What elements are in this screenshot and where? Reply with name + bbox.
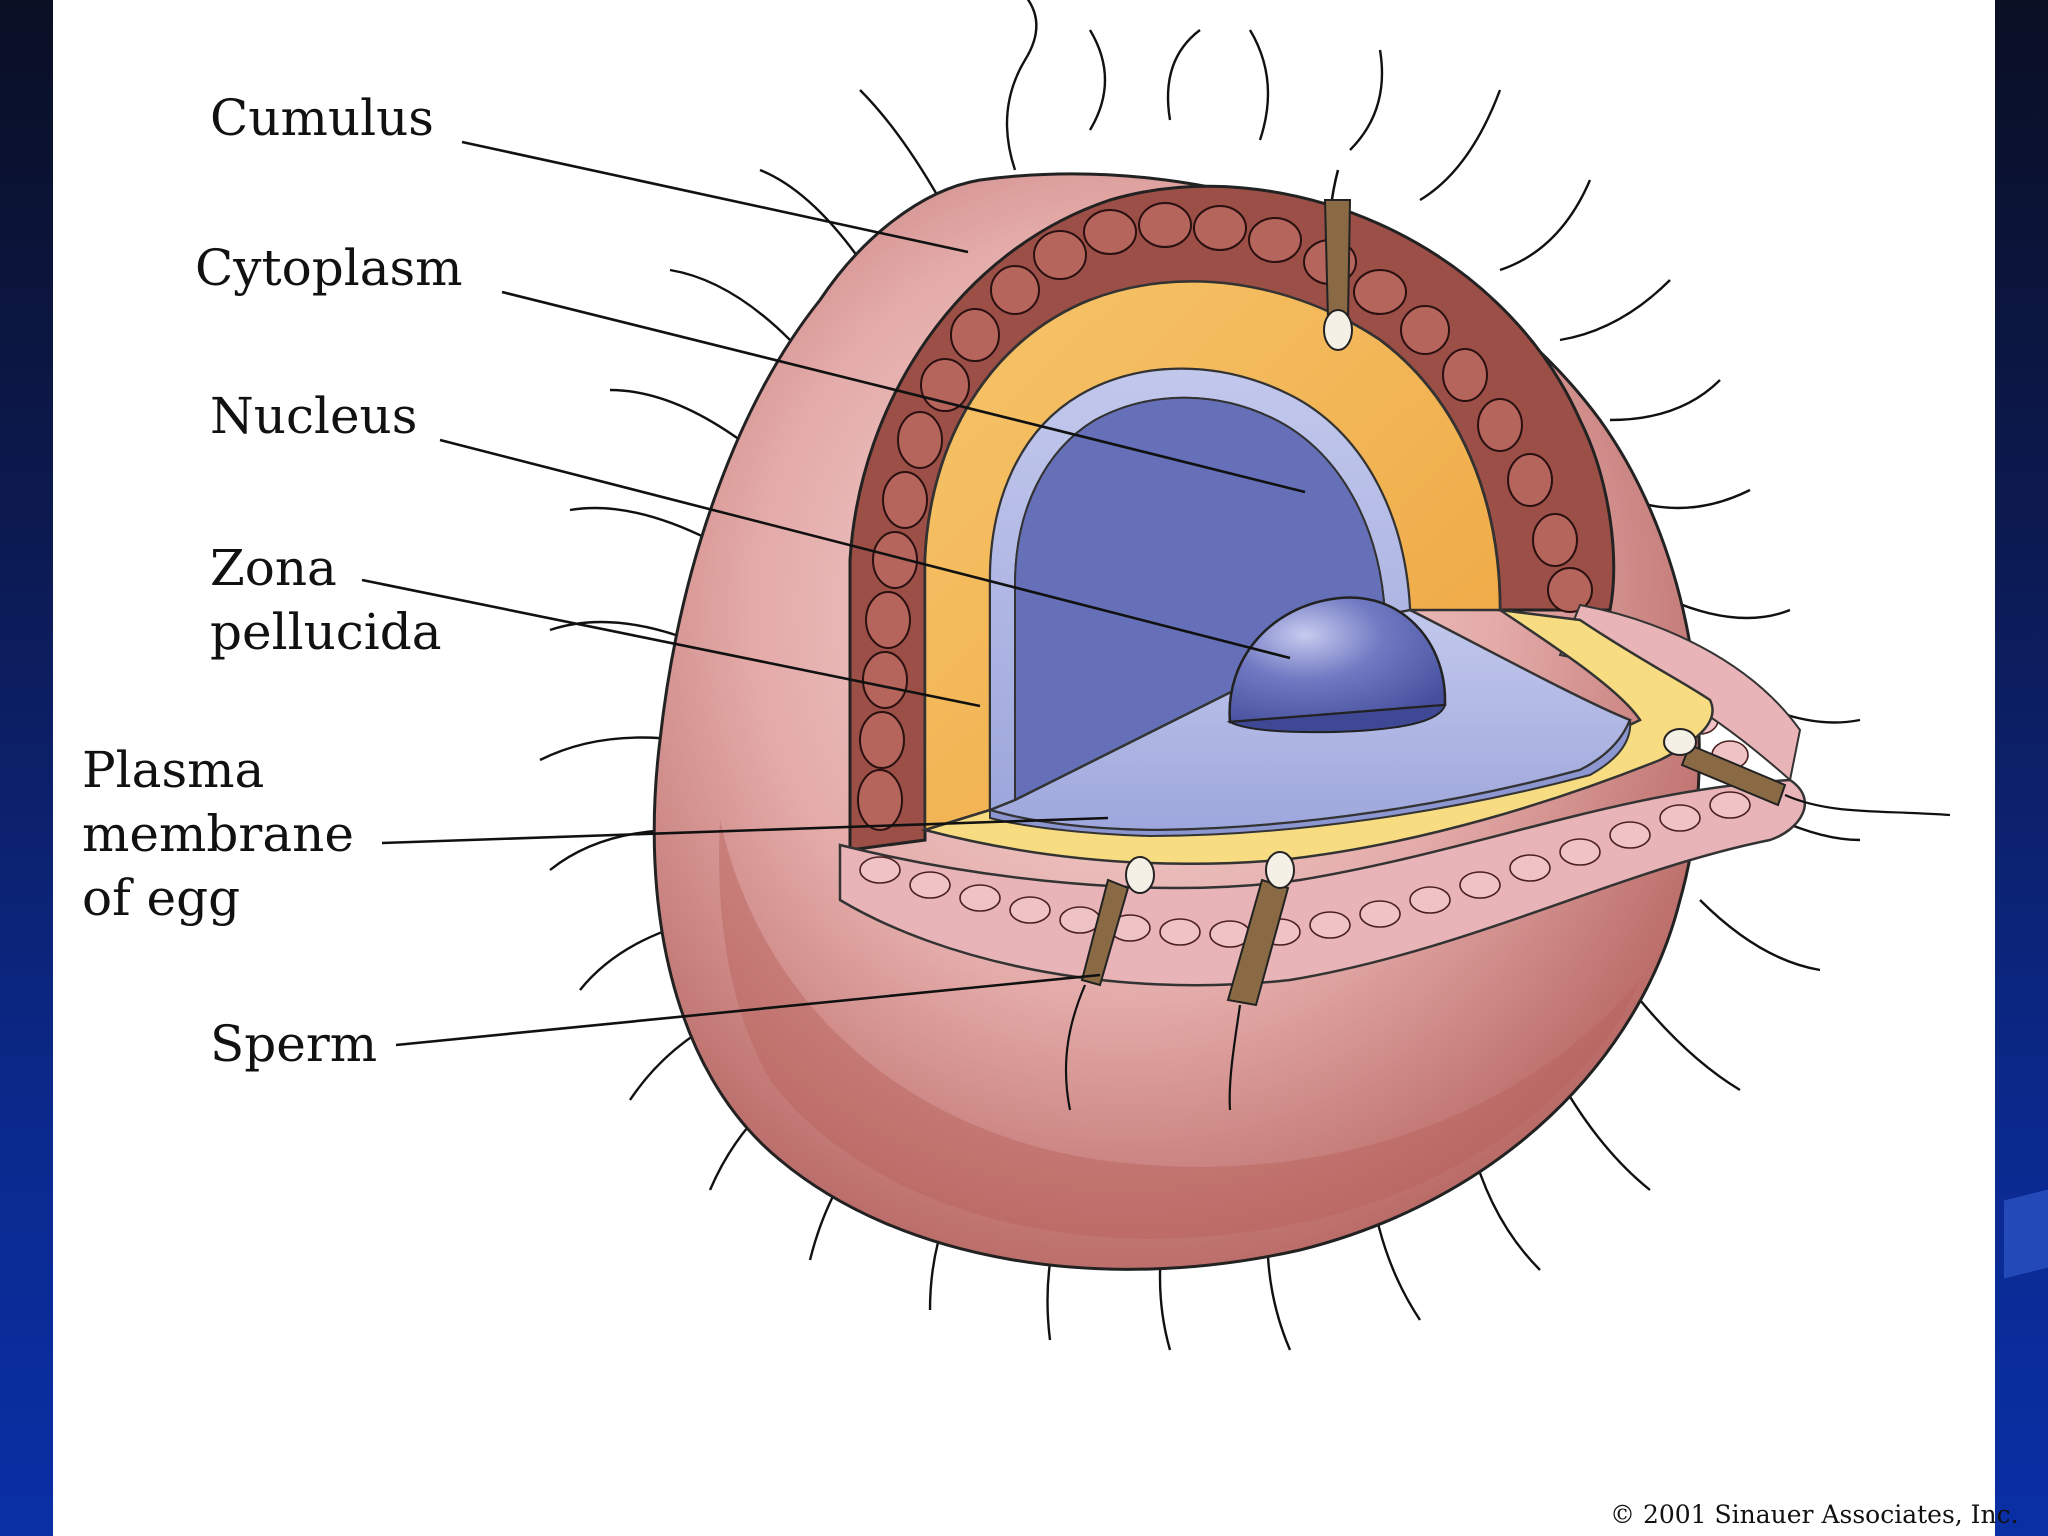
cytoplasm-back (1014, 396, 1387, 802)
cumulus-inner-shade (719, 820, 1640, 1239)
leader-nucleus (439, 438, 1291, 660)
leader-zona (361, 578, 981, 708)
label-plasma-line3: of egg (82, 869, 241, 927)
label-cumulus: Cumulus (210, 89, 434, 147)
leader-lines (361, 140, 1306, 1047)
cytoplasm-shelf-edge (989, 719, 1632, 838)
cumulus-cut-rim (838, 778, 1807, 987)
label-zona-line1: Zona (210, 539, 337, 597)
cut-rim-cells (859, 645, 1751, 948)
label-nucleus: Nucleus (210, 387, 418, 445)
leader-sperm (395, 973, 1101, 1047)
label-sperm: Sperm (210, 1015, 378, 1073)
sperm-top (1323, 169, 1353, 351)
nucleus (1228, 596, 1447, 724)
leader-cumulus (461, 140, 969, 254)
leader-cytoplasm (501, 290, 1306, 494)
label-plasma-membrane: Plasma membrane of egg (82, 738, 354, 930)
label-plasma-line1: Plasma (82, 741, 265, 799)
label-plasma-line2: membrane (82, 805, 354, 863)
label-zona-pellucida: Zona pellucida (210, 536, 442, 664)
label-cytoplasm: Cytoplasm (195, 239, 463, 297)
sperm-front-middle (1226, 851, 1295, 1111)
sperm-right (1663, 728, 1951, 817)
edge-mark (2004, 1189, 2048, 1279)
nucleus-base (1226, 703, 1447, 734)
label-zona-line2: pellucida (210, 603, 442, 661)
copyright-notice: © 2001 Sinauer Associates, Inc. (1610, 1500, 2019, 1529)
leader-plasma (381, 816, 1109, 845)
sperm-front-left (1064, 856, 1155, 1111)
